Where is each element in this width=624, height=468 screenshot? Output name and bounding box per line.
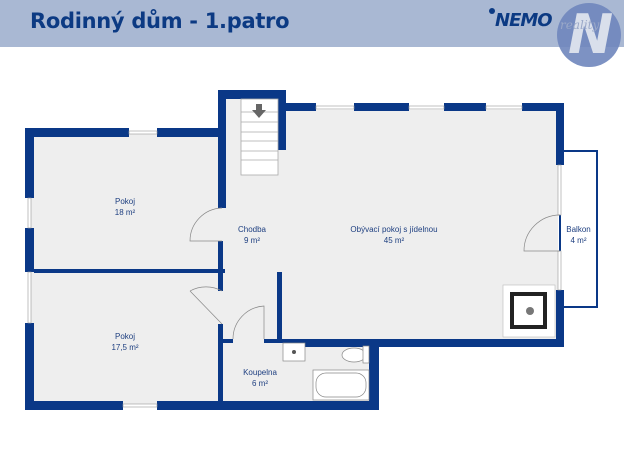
logo-brand: NEMO: [495, 10, 553, 31]
room-label-chodba: Chodba 9 m²: [222, 224, 282, 246]
windows: [27, 105, 562, 408]
room-name: Obývací pokoj s jídelnou: [350, 225, 438, 234]
room-label-pokoj-2: Pokoj 17,5 m²: [90, 331, 160, 353]
balcony-outline: [559, 150, 598, 308]
logo-sub: reality: [560, 18, 600, 32]
sink-icon: [282, 342, 306, 362]
room-area: 18 m²: [114, 208, 136, 217]
fireplace-icon: [502, 284, 556, 338]
room-label-obyvaci: Obývací pokoj s jídelnou 45 m²: [324, 224, 464, 246]
room-name: Pokoj: [114, 332, 135, 341]
room-area: 4 m²: [570, 236, 587, 245]
toilet-icon: [341, 345, 370, 364]
room-name: Balkon: [566, 225, 591, 234]
room-area: 9 m²: [244, 236, 260, 245]
arrow-down-icon: [252, 104, 266, 118]
header-bar: [0, 0, 624, 47]
doors: [189, 207, 561, 340]
room-label-koupelna: Koupelna 6 m²: [230, 367, 290, 389]
logo-mark: N: [568, 3, 614, 66]
room-label-pokoj-1: Pokoj 18 m²: [90, 196, 160, 218]
room-name: Koupelna: [243, 368, 277, 377]
room-label-balkon: Balkon 4 m²: [560, 224, 597, 246]
room-area: 45 m²: [383, 236, 405, 245]
page-title: Rodinný dům - 1.patro: [30, 9, 290, 33]
walls: [25, 90, 564, 410]
room-area: 6 m²: [252, 379, 268, 388]
room-name: Chodba: [237, 225, 267, 234]
room-name: Pokoj: [114, 197, 135, 206]
bathtub-icon: [312, 369, 370, 401]
logo-dot-icon: [489, 8, 495, 14]
logo-circle: [557, 3, 621, 67]
room-area: 17,5 m²: [111, 343, 139, 352]
